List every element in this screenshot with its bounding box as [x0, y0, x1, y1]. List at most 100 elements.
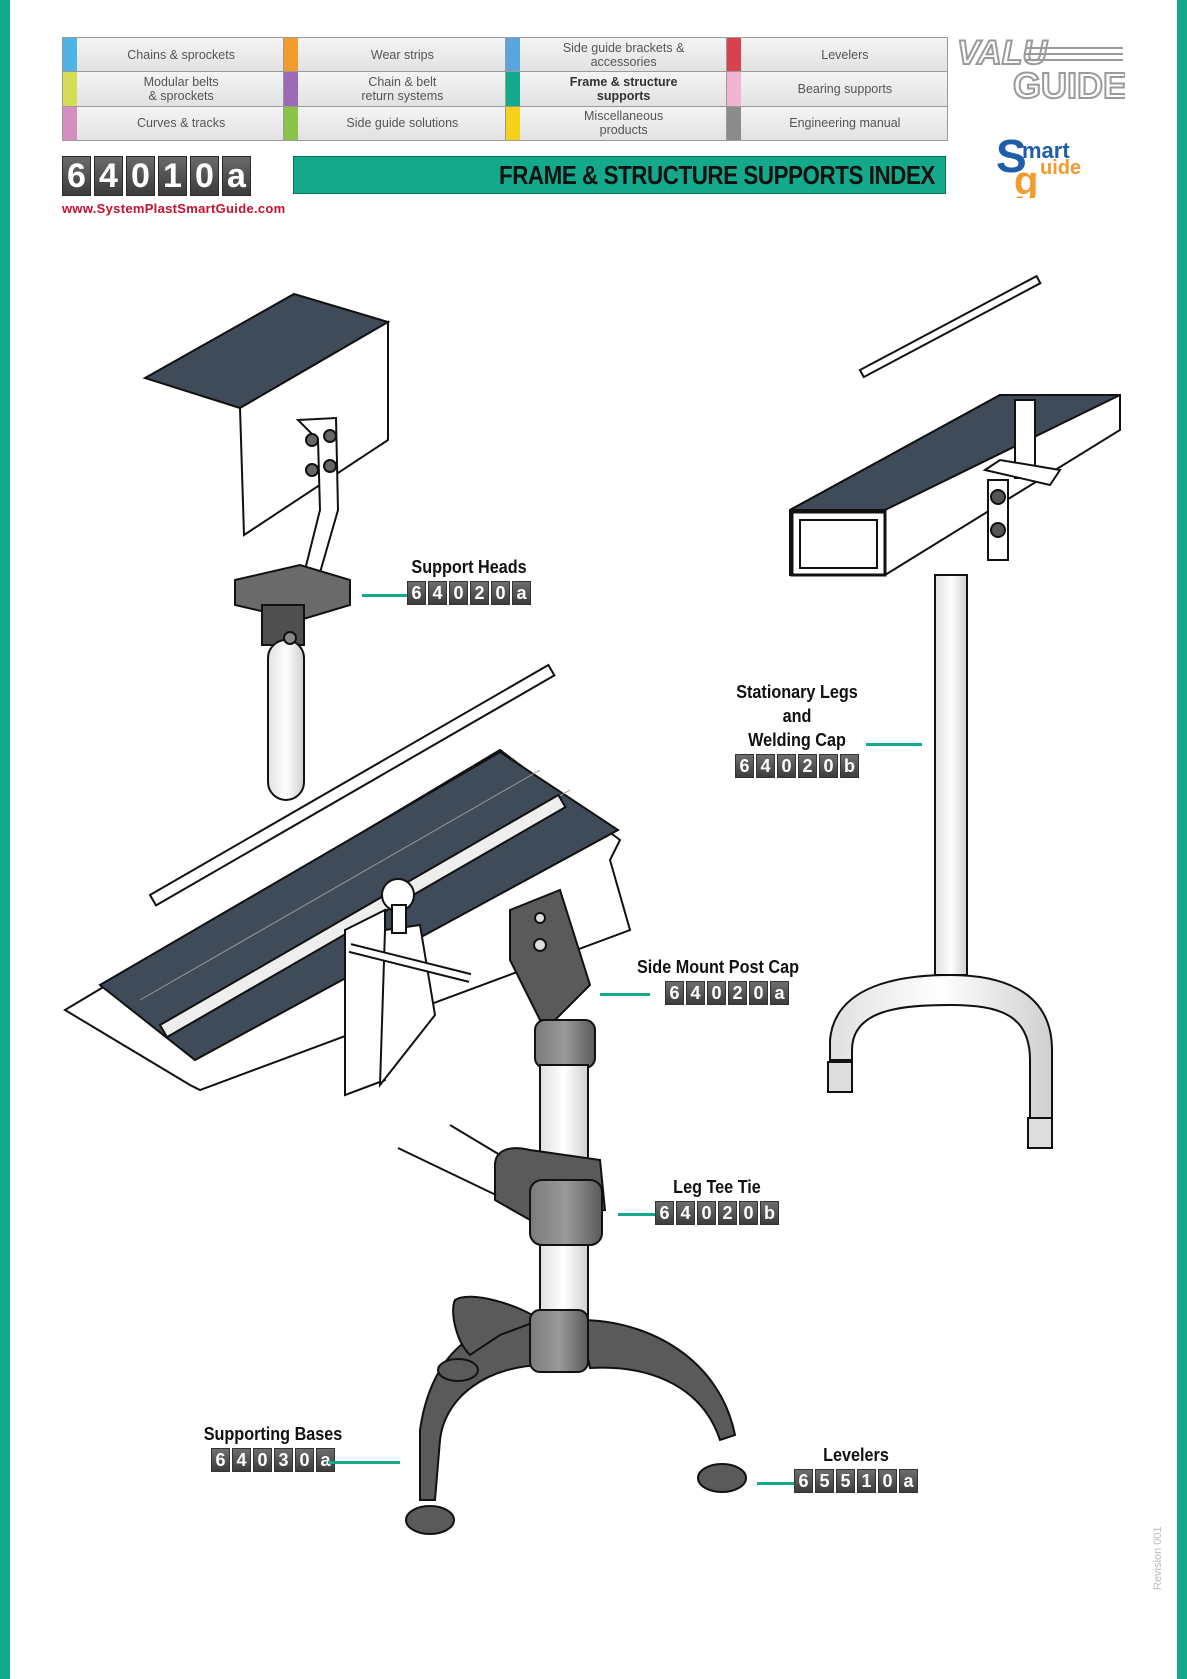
levelers-leader — [757, 1482, 797, 1485]
side-mount-label: Side Mount Post Cap — [637, 957, 799, 977]
website-url[interactable]: www.SystemPlastSmartGuide.com — [62, 201, 286, 216]
stationary-legs-label: Stationary Legs and Welding Cap — [736, 682, 858, 750]
page-code-digit: 0 — [126, 156, 155, 196]
nav-item-9[interactable]: Side guide solutions — [284, 106, 505, 140]
nav-item-label: Bearing supports — [797, 81, 893, 96]
left-accent-edge — [0, 0, 10, 1679]
nav-color-swatch — [726, 72, 741, 106]
supporting-bases-label: Supporting Bases — [203, 1424, 343, 1444]
nav-item-label: Side guide solutions — [346, 116, 459, 131]
nav-item-3[interactable]: Levelers — [726, 38, 947, 72]
code-digit: 2 — [470, 581, 489, 605]
code-digit: 0 — [819, 754, 838, 778]
code-digit: 4 — [686, 981, 705, 1005]
support-heads-label: Support Heads — [411, 557, 527, 577]
support-heads-leader — [362, 594, 410, 597]
page-code-digit: 6 — [62, 156, 91, 196]
conveyor-section-drawing — [63, 663, 632, 1097]
guide-g-letter: g — [1014, 159, 1038, 198]
nav-item-5[interactable]: Chain & belt return systems — [284, 72, 505, 106]
nav-item-11[interactable]: Engineering manual — [726, 106, 947, 140]
valu-guide-logo: VALU GUIDE — [956, 34, 1125, 104]
nav-item-label: Frame & structure supports — [569, 74, 678, 103]
nav-item-6[interactable]: Frame & structure supports — [505, 72, 726, 106]
nav-item-10[interactable]: Miscellaneous products — [505, 106, 726, 140]
code-digit: 4 — [756, 754, 775, 778]
nav-item-label: Levelers — [821, 47, 869, 62]
code-digit: 2 — [798, 754, 817, 778]
nav-color-swatch — [505, 72, 520, 106]
supporting-bases-leader — [328, 1461, 400, 1464]
nav-item-label: Miscellaneous products — [584, 109, 664, 138]
code-digit: 5 — [815, 1469, 834, 1493]
nav-item-7[interactable]: Bearing supports — [726, 72, 947, 106]
stationary-leg-drawing — [789, 274, 1121, 1149]
nav-color-swatch — [63, 72, 77, 106]
code-digit: a — [770, 981, 789, 1005]
nav-item-label: Engineering manual — [789, 116, 901, 131]
side-mount-leader — [600, 993, 650, 996]
nav-item-label: Curves & tracks — [137, 116, 226, 131]
code-digit: 4 — [232, 1448, 252, 1472]
levelers-label: Levelers — [823, 1445, 889, 1465]
leg-tee-label: Leg Tee Tie — [673, 1177, 761, 1197]
code-digit: 6 — [407, 581, 426, 605]
nav-color-swatch — [63, 38, 77, 72]
nav-color-swatch — [284, 72, 299, 106]
page-code-digit: 0 — [190, 156, 219, 196]
code-digit: 0 — [491, 581, 510, 605]
nav-color-swatch — [63, 106, 77, 140]
nav-item-label: Chains & sprockets — [127, 47, 235, 62]
code-digit: 6 — [211, 1448, 231, 1472]
code-digit: 1 — [857, 1469, 876, 1493]
nav-item-0[interactable]: Chains & sprockets — [63, 38, 284, 72]
code-digit: 2 — [728, 981, 747, 1005]
revision-note: Revision 001 — [1152, 1526, 1164, 1590]
nav-item-4[interactable]: Modular belts & sprockets — [63, 72, 284, 106]
nav-item-label: Chain & belt return systems — [361, 74, 444, 103]
code-digit: 0 — [777, 754, 796, 778]
code-digit: 4 — [428, 581, 447, 605]
code-digit: 4 — [676, 1201, 695, 1225]
nav-item-2[interactable]: Side guide brackets & accessories — [505, 38, 726, 72]
code-digit: 6 — [735, 754, 754, 778]
code-digit: 6 — [665, 981, 684, 1005]
code-digit: 3 — [274, 1448, 294, 1472]
guide-text: GUIDE — [1013, 65, 1125, 104]
support-head-drawing — [142, 292, 391, 801]
nav-item-8[interactable]: Curves & tracks — [63, 106, 284, 140]
nav-color-swatch — [726, 106, 741, 140]
nav-item-label: Side guide brackets & accessories — [562, 40, 685, 69]
nav-item-label: Wear strips — [370, 47, 434, 62]
page-title: FRAME & STRUCTURE SUPPORTS INDEX — [499, 159, 935, 190]
nav-color-swatch — [284, 38, 299, 72]
title-bar: FRAME & STRUCTURE SUPPORTS INDEX — [293, 156, 946, 194]
page-code-digit: 4 — [94, 156, 123, 196]
nav-color-swatch — [505, 38, 520, 72]
code-digit: 0 — [295, 1448, 315, 1472]
code-digit: a — [316, 1448, 336, 1472]
code-digit: 0 — [739, 1201, 758, 1225]
code-digit: 0 — [449, 581, 468, 605]
code-digit: 0 — [749, 981, 768, 1005]
nav-item-1[interactable]: Wear strips — [284, 38, 505, 72]
smart-guide-logo: S mart g uide — [996, 132, 1081, 198]
code-digit: 0 — [253, 1448, 273, 1472]
code-digit: 0 — [707, 981, 726, 1005]
code-digit: 5 — [836, 1469, 855, 1493]
code-digit: 0 — [878, 1469, 897, 1493]
nav-color-swatch — [505, 106, 520, 140]
